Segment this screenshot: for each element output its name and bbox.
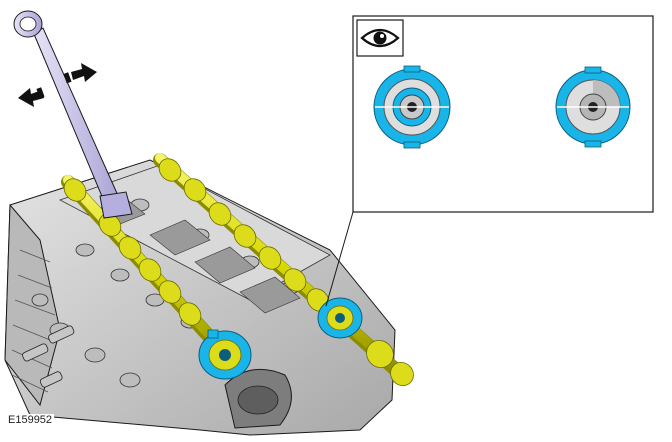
exhaust-camshaft <box>153 153 414 386</box>
open-end-wrench <box>13 10 133 219</box>
double-chevron-arrows-icon <box>18 63 97 107</box>
figure-reference-code: E159952 <box>6 414 55 426</box>
eye-icon <box>356 19 404 57</box>
rear-camshaft-timing-tool <box>317 297 363 339</box>
timing-tool-detail-right <box>555 66 631 148</box>
front-camshaft-timing-tool <box>198 329 252 380</box>
callout-leader-line <box>325 211 354 307</box>
intake-camshaft <box>61 175 252 380</box>
timing-tool-detail-left <box>373 65 451 149</box>
